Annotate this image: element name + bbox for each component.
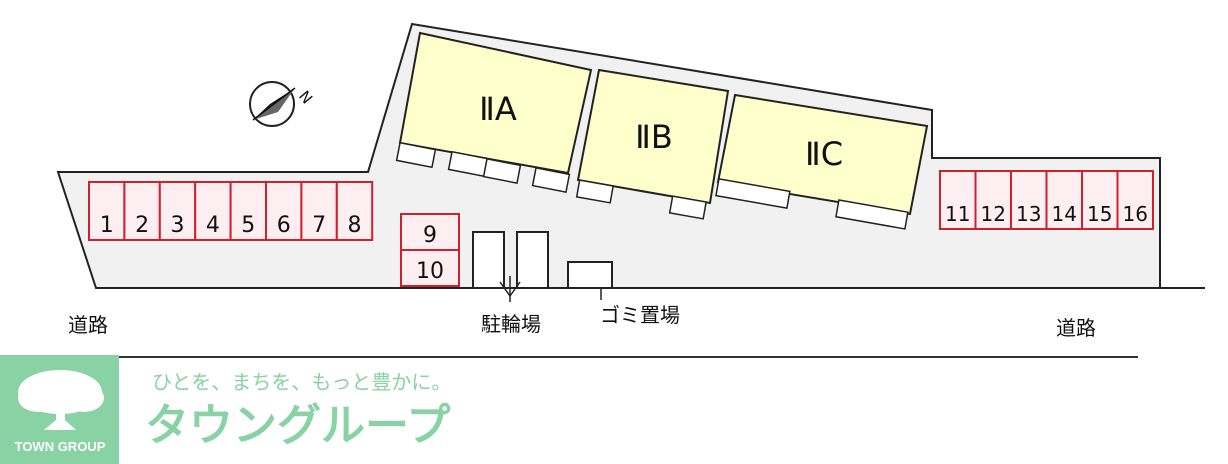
bicycle-parking-label: 駐輪場 bbox=[481, 312, 541, 336]
parking-space-number: 11 bbox=[945, 202, 970, 226]
garbage-area bbox=[567, 261, 613, 300]
garbage-area-label: ゴミ置場 bbox=[600, 303, 680, 327]
watermark: TOWN GROUP ひとを、まちを、もっと豊かに。 タウングループ bbox=[0, 355, 1138, 464]
parking-space-number: 15 bbox=[1087, 202, 1112, 226]
building-label: ⅡA bbox=[479, 90, 517, 128]
parking-space: 7 bbox=[300, 181, 338, 241]
parking-group-right: 11 12 13 14 15 16 bbox=[939, 170, 1154, 230]
building-IIA: ⅡA bbox=[395, 31, 593, 193]
road-label-right: 道路 bbox=[1056, 316, 1096, 340]
parking-space: 12 bbox=[974, 170, 1012, 230]
bicycle-parking-area bbox=[472, 231, 549, 302]
parking-space-number: 3 bbox=[171, 213, 185, 238]
parking-space-number: 9 bbox=[423, 223, 437, 248]
parking-space: 16 bbox=[1116, 170, 1154, 230]
parking-space-number: 8 bbox=[348, 213, 362, 238]
parking-space: 5 bbox=[229, 181, 268, 241]
company-name: タウングループ bbox=[145, 400, 450, 451]
parking-space-number: 7 bbox=[312, 213, 326, 238]
parking-space: 10 bbox=[400, 249, 460, 287]
parking-space: 3 bbox=[158, 181, 197, 241]
parking-space: 11 bbox=[939, 170, 977, 230]
parking-space-number: 4 bbox=[206, 213, 220, 238]
parking-space: 13 bbox=[1010, 170, 1048, 230]
slogan-text: ひとを、まちを、もっと豊かに。 bbox=[152, 370, 451, 394]
parking-space-number: 14 bbox=[1052, 202, 1077, 226]
parking-space: 2 bbox=[123, 181, 161, 241]
compass-north-label: N bbox=[295, 87, 316, 107]
parking-space-number: 13 bbox=[1016, 202, 1041, 226]
parking-space: 8 bbox=[335, 181, 374, 241]
parking-space-number: 2 bbox=[135, 213, 149, 238]
parking-space-number: 5 bbox=[241, 213, 255, 238]
parking-space: 14 bbox=[1045, 170, 1083, 230]
parking-space-number: 12 bbox=[981, 202, 1006, 226]
parking-space: 1 bbox=[88, 181, 126, 241]
building-label: ⅡB bbox=[635, 118, 673, 156]
road-label-left: 道路 bbox=[68, 313, 108, 337]
logo-text: TOWN GROUP bbox=[15, 439, 106, 454]
parking-space: 4 bbox=[194, 181, 232, 241]
parking-space-number: 1 bbox=[100, 213, 114, 238]
compass-icon: N bbox=[249, 81, 316, 127]
parking-space: 15 bbox=[1081, 170, 1119, 230]
parking-group-middle: 910 bbox=[400, 213, 460, 287]
building-IIC: ⅡC bbox=[715, 93, 929, 230]
parking-space-number: 6 bbox=[277, 213, 291, 238]
building-label: ⅡC bbox=[805, 135, 843, 173]
building-IIB: ⅡB bbox=[575, 68, 730, 220]
parking-space-number: 10 bbox=[416, 259, 444, 284]
parking-space-number: 16 bbox=[1123, 202, 1148, 226]
tree-icon bbox=[18, 370, 104, 430]
parking-space: 9 bbox=[400, 213, 460, 251]
parking-space: 6 bbox=[265, 181, 303, 241]
